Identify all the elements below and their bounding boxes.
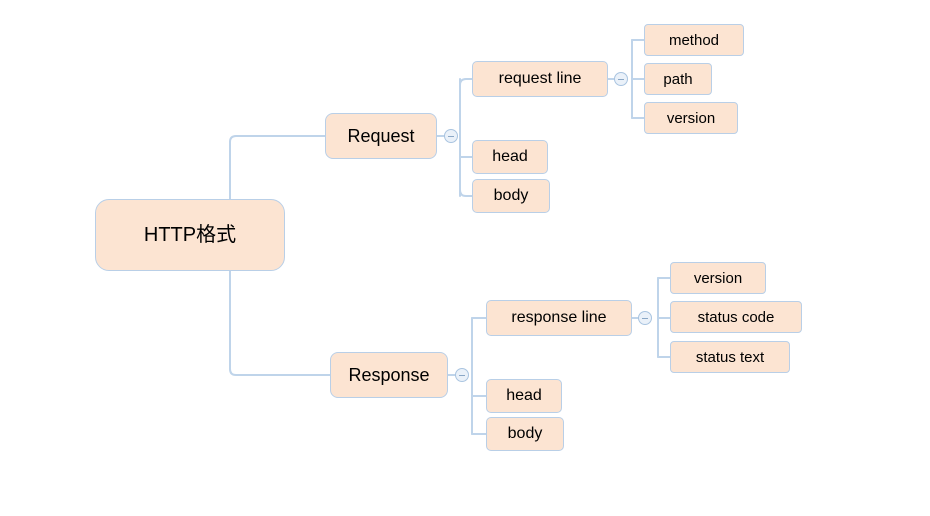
node-response-head[interactable]: head (486, 379, 562, 413)
link-request-trunk (459, 78, 473, 197)
node-response-version[interactable]: version (670, 262, 766, 294)
node-response-line[interactable]: response line (486, 300, 632, 336)
node-response-body[interactable]: body (486, 417, 564, 451)
node-root[interactable]: HTTP格式 (95, 199, 285, 271)
minus-glyph (642, 317, 648, 319)
node-response[interactable]: Response (330, 352, 448, 398)
collapse-icon-response[interactable] (455, 368, 469, 382)
node-request[interactable]: Request (325, 113, 437, 159)
minus-glyph (459, 374, 465, 376)
node-status-code[interactable]: status code (670, 301, 802, 333)
collapse-icon-request[interactable] (444, 129, 458, 143)
link-root-request (229, 135, 326, 201)
collapse-icon-request-line[interactable] (614, 72, 628, 86)
collapse-icon-response-line[interactable] (638, 311, 652, 325)
node-path[interactable]: path (644, 63, 712, 95)
link-root-response (229, 269, 331, 376)
node-request-head[interactable]: head (472, 140, 548, 174)
node-request-body[interactable]: body (472, 179, 550, 213)
node-request-version[interactable]: version (644, 102, 738, 134)
node-method[interactable]: method (644, 24, 744, 56)
minus-glyph (618, 78, 624, 80)
minus-glyph (448, 135, 454, 137)
node-request-line[interactable]: request line (472, 61, 608, 97)
node-status-text[interactable]: status text (670, 341, 790, 373)
